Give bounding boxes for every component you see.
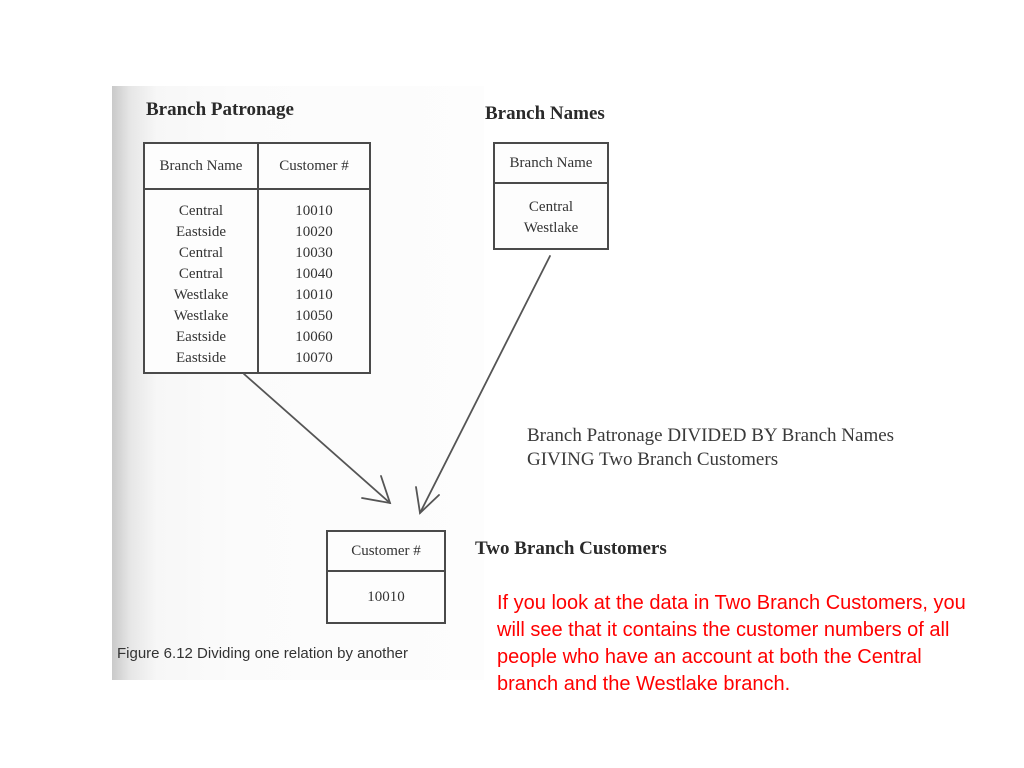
- branch-name-cell: Westlake: [173, 287, 229, 303]
- customer-number-cell: 10060: [295, 329, 333, 345]
- branch-name-cell: Central: [528, 199, 574, 215]
- customer-number-cell: 10030: [295, 245, 333, 261]
- customer-number-cell: 10070: [295, 350, 333, 366]
- arrow-from-branch-patronage: [243, 373, 391, 504]
- branch-name-cell: Central: [178, 245, 224, 261]
- branch-name-cell: Eastside: [176, 224, 226, 240]
- column-header-branch-name: Branch Name: [493, 142, 609, 184]
- customer-number-column: 10010 10020 10030 10040 10010 10050 10060 10070: [257, 188, 371, 374]
- customer-number-cell: 10040: [295, 266, 333, 282]
- column-header-branch-name: Branch Name: [143, 142, 259, 190]
- customer-number-cell: 10010: [367, 589, 405, 605]
- column-header-customer-number: Customer #: [326, 530, 446, 572]
- arrow-from-branch-names: [419, 255, 551, 514]
- branch-name-cell: Westlake: [523, 220, 579, 236]
- customer-number-cell: 10020: [295, 224, 333, 240]
- two-branch-customers-values: 10010: [326, 570, 446, 624]
- customer-number-cell: 10010: [295, 203, 333, 219]
- branch-name-cell: Central: [178, 266, 224, 282]
- branch-name-cell: Eastside: [176, 350, 226, 366]
- arrowhead-right: [415, 486, 440, 515]
- two-branch-customers-table: Customer # 10010: [326, 530, 446, 624]
- figure-caption: Figure 6.12 Dividing one relation by ano…: [117, 645, 409, 662]
- customer-number-cell: 10050: [295, 308, 333, 324]
- branch-name-cell: Westlake: [173, 308, 229, 324]
- two-branch-customers-title: Two Branch Customers: [475, 538, 667, 559]
- branch-name-cell: Eastside: [176, 329, 226, 345]
- branch-name-cell: Central: [178, 203, 224, 219]
- branch-patronage-title: Branch Patronage: [146, 99, 294, 120]
- division-operation-text: Branch Patronage DIVIDED BY Branch Names…: [527, 425, 895, 470]
- explanation-note: If you look at the data in Two Branch Cu…: [497, 592, 966, 695]
- branch-names-title: Branch Names: [485, 103, 605, 124]
- column-header-customer-number: Customer #: [257, 142, 371, 190]
- arrowhead-left: [361, 475, 392, 505]
- customer-number-cell: 10010: [295, 287, 333, 303]
